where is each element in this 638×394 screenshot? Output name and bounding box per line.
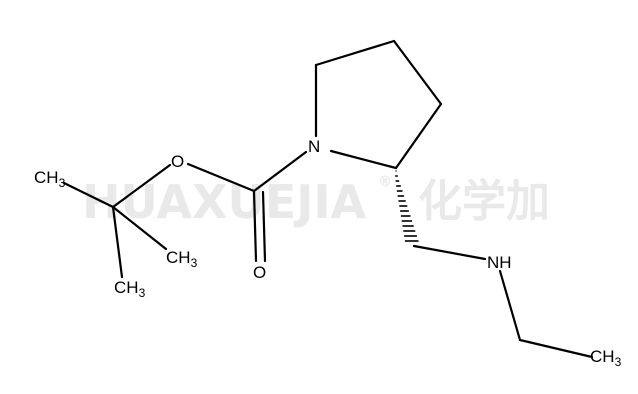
atom-ch3-right: CH3 — [166, 248, 198, 270]
bond-cq-o — [111, 163, 172, 209]
bond-ch2-nh — [412, 244, 487, 261]
bond-cq-ch3b — [111, 205, 168, 251]
atom-ring-nitrogen: N — [308, 137, 320, 156]
bond-c-o-double-2 — [261, 190, 267, 263]
bond-cq-ch3c — [111, 205, 124, 279]
hashed-wedge-bond — [395, 170, 419, 242]
atom-labels: CH3 CH3 CH3 CH3 O O N NH — [34, 137, 622, 369]
atom-amine-nh: NH — [487, 253, 512, 272]
bond-c-o-double-1 — [252, 189, 258, 263]
bond-ch3a-cq — [62, 181, 115, 209]
atom-ch3-ethyl: CH3 — [590, 347, 622, 369]
bonds — [62, 39, 594, 359]
watermark-registered: ® — [378, 174, 392, 190]
bond-c-n — [252, 150, 308, 193]
bond-c2-n — [329, 149, 398, 170]
bond-o-ccarbonyl — [186, 162, 256, 193]
bond-c3-c2 — [394, 102, 443, 170]
watermark: HUAXUEJIA ® 化学加 — [82, 174, 550, 229]
atom-ch3-left: CH3 — [34, 168, 66, 190]
bond-c4-c3 — [392, 39, 443, 106]
bond-c5-c4 — [314, 39, 396, 67]
bond-nh-ch2 — [498, 269, 522, 342]
atom-carbonyl-oxygen: O — [253, 263, 266, 282]
bond-ch2-ch3 — [518, 338, 594, 359]
atom-ch3-bottom: CH3 — [114, 278, 146, 300]
watermark-cjk: 化学加 — [418, 176, 550, 227]
watermark-latin: HUAXUEJIA — [82, 175, 367, 229]
atom-ester-oxygen: O — [171, 152, 184, 171]
